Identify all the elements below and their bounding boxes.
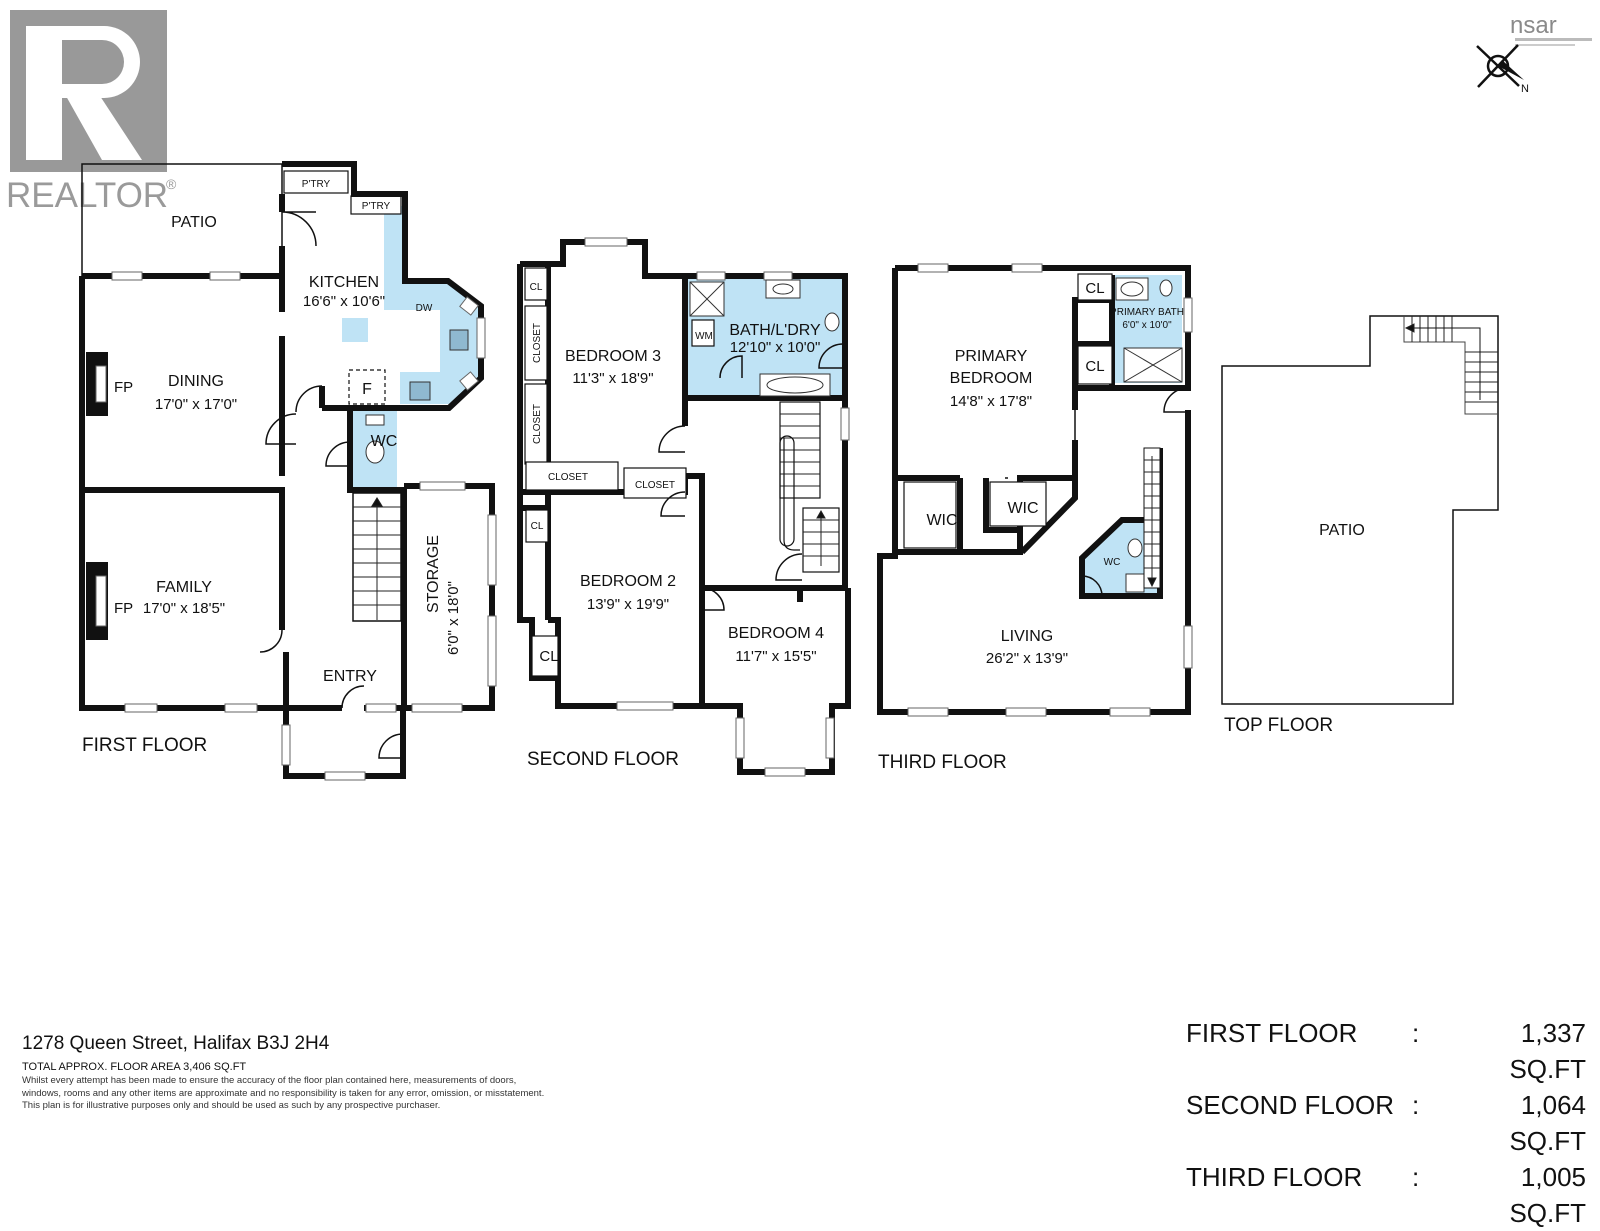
summary-floor-area: 1,064 SQ.FT <box>1509 1090 1586 1156</box>
second-closet-label-2: CLOSET <box>532 404 543 444</box>
nsar-logo: nsar <box>1510 12 1592 46</box>
summary-floor-area: 1,005 SQ.FT <box>1509 1162 1586 1228</box>
entry-label: ENTRY <box>323 668 377 685</box>
primary-bedroom-label-line2: BEDROOM <box>950 370 1033 387</box>
living-label: LIVING <box>1001 628 1053 645</box>
summary-row-second: SECOND FLOOR : 1,064 SQ.FT <box>1186 1087 1586 1159</box>
disclaimer-line: Whilst every attempt has been made to en… <box>22 1075 517 1086</box>
disclaimer-line: windows, rooms and any other items are a… <box>22 1087 545 1099</box>
nsar-wordmark: nsar <box>1510 12 1557 39</box>
third-cl-label-1: CL <box>1085 280 1104 297</box>
dining-dimensions: 17'0" x 17'0" <box>155 396 237 413</box>
disclaimer-line: This plan is for illustrative purposes o… <box>22 1100 441 1111</box>
top-patio-label: PATIO <box>1319 522 1365 539</box>
third-wc-label: WC <box>1104 557 1121 568</box>
bedroom2-label: BEDROOM 2 <box>580 573 676 590</box>
summary-floor-name: FIRST FLOOR <box>1186 1018 1358 1048</box>
summary-floor-area: 1,337 SQ.FT <box>1509 1018 1586 1084</box>
summary-floor-name: THIRD FLOOR <box>1186 1162 1363 1192</box>
wic-label-1: WIC <box>926 512 957 529</box>
top-floor-label: TOP FLOOR <box>1224 715 1333 736</box>
primary-bath-dimensions: 6'0" x 10'0" <box>1122 320 1172 331</box>
pantry-label-2: P'TRY <box>362 201 391 212</box>
dining-label: DINING <box>168 373 224 390</box>
first-floor-label: FIRST FLOOR <box>82 735 207 756</box>
floor-plan-diagram: REALTOR ® nsar N <box>6 10 1592 781</box>
wic-label-2: WIC <box>1007 500 1038 517</box>
floor-area-summary: FIRST FLOOR : 1,337 SQ.FT SECOND FLOOR :… <box>1186 1015 1586 1231</box>
primary-bedroom-label-line1: PRIMARY <box>955 348 1028 365</box>
second-floor-label: SECOND FLOOR <box>527 749 679 770</box>
bedroom3-label: BEDROOM 3 <box>565 348 661 365</box>
property-address: 1278 Queen Street, Halifax B3J 2H4 <box>22 1033 330 1054</box>
bedroom4-label: BEDROOM 4 <box>728 625 824 642</box>
storage-dimensions: 6'0" x 18'0" <box>445 581 462 655</box>
first-patio-label: PATIO <box>171 214 217 231</box>
north-label: N <box>1521 83 1529 95</box>
second-floor-plan: CL CLOSET CLOSET CLOSET CLOSET CL CL BED… <box>517 237 851 777</box>
registered-mark: ® <box>166 176 177 192</box>
disclaimer: Whilst every attempt has been made to en… <box>22 1075 652 1113</box>
primary-bedroom-dimensions: 14'8" x 17'8" <box>950 393 1032 410</box>
summary-separator: : <box>1412 1162 1420 1192</box>
total-floor-area: TOTAL APPROX. FLOOR AREA 3,406 SQ.FT <box>22 1061 247 1073</box>
summary-separator: : <box>1412 1090 1420 1120</box>
kitchen-label: KITCHEN <box>309 274 379 291</box>
storage-label: STORAGE <box>425 535 442 613</box>
summary-row-first: FIRST FLOOR : 1,337 SQ.FT <box>1186 1015 1586 1087</box>
bedroom4-dimensions: 11'7" x 15'5" <box>735 648 816 665</box>
family-dimensions: 17'0" x 18'5" <box>143 600 225 617</box>
living-dimensions: 26'2" x 13'9" <box>986 650 1068 667</box>
second-closet-label-1: CLOSET <box>532 323 543 363</box>
wm-label: WM <box>695 331 713 342</box>
dining-fireplace-label: FP <box>114 379 133 396</box>
bath-laundry-dimensions: 12'10" x 10'0" <box>730 339 821 356</box>
first-floor-plan: PATIO P'TRY P'TRY KITCHEN 16'6" x 10'6" … <box>79 161 497 781</box>
summary-floor-name: SECOND FLOOR <box>1186 1090 1395 1120</box>
second-cl-label-1: CL <box>530 282 543 293</box>
third-floor-plan: CL CL PRIMARY BATH 6'0" x 10'0" PRIMARY … <box>877 263 1193 773</box>
kitchen-dimensions: 16'6" x 10'6" <box>303 293 385 310</box>
bedroom3-dimensions: 11'3" x 18'9" <box>572 370 653 387</box>
fridge-label: F <box>362 381 372 398</box>
second-cl-label-2: CL <box>531 521 544 532</box>
realtor-logo: REALTOR ® <box>6 10 177 215</box>
second-closet-label-4: CLOSET <box>635 480 675 491</box>
first-wc-label: WC <box>371 433 398 450</box>
bath-laundry-label: BATH/L'DRY <box>729 322 821 339</box>
top-floor-plan: PATIO TOP FLOOR <box>1221 315 1499 736</box>
realtor-wordmark: REALTOR <box>6 176 168 215</box>
family-label: FAMILY <box>156 579 212 596</box>
third-floor-label: THIRD FLOOR <box>878 752 1007 773</box>
bedroom2-dimensions: 13'9" x 19'9" <box>587 596 669 613</box>
family-fireplace-label: FP <box>114 600 133 617</box>
pantry-label-1: P'TRY <box>302 179 331 190</box>
primary-bath-label: PRIMARY BATH <box>1110 307 1184 318</box>
summary-separator: : <box>1412 1018 1420 1048</box>
second-cl-label-3: CL <box>539 648 558 665</box>
summary-row-third: THIRD FLOOR : 1,005 SQ.FT <box>1186 1159 1586 1231</box>
third-cl-label-2: CL <box>1085 358 1104 375</box>
dishwasher-label: DW <box>416 303 433 314</box>
second-closet-label-3: CLOSET <box>548 472 588 483</box>
compass-icon: N <box>1476 44 1529 95</box>
